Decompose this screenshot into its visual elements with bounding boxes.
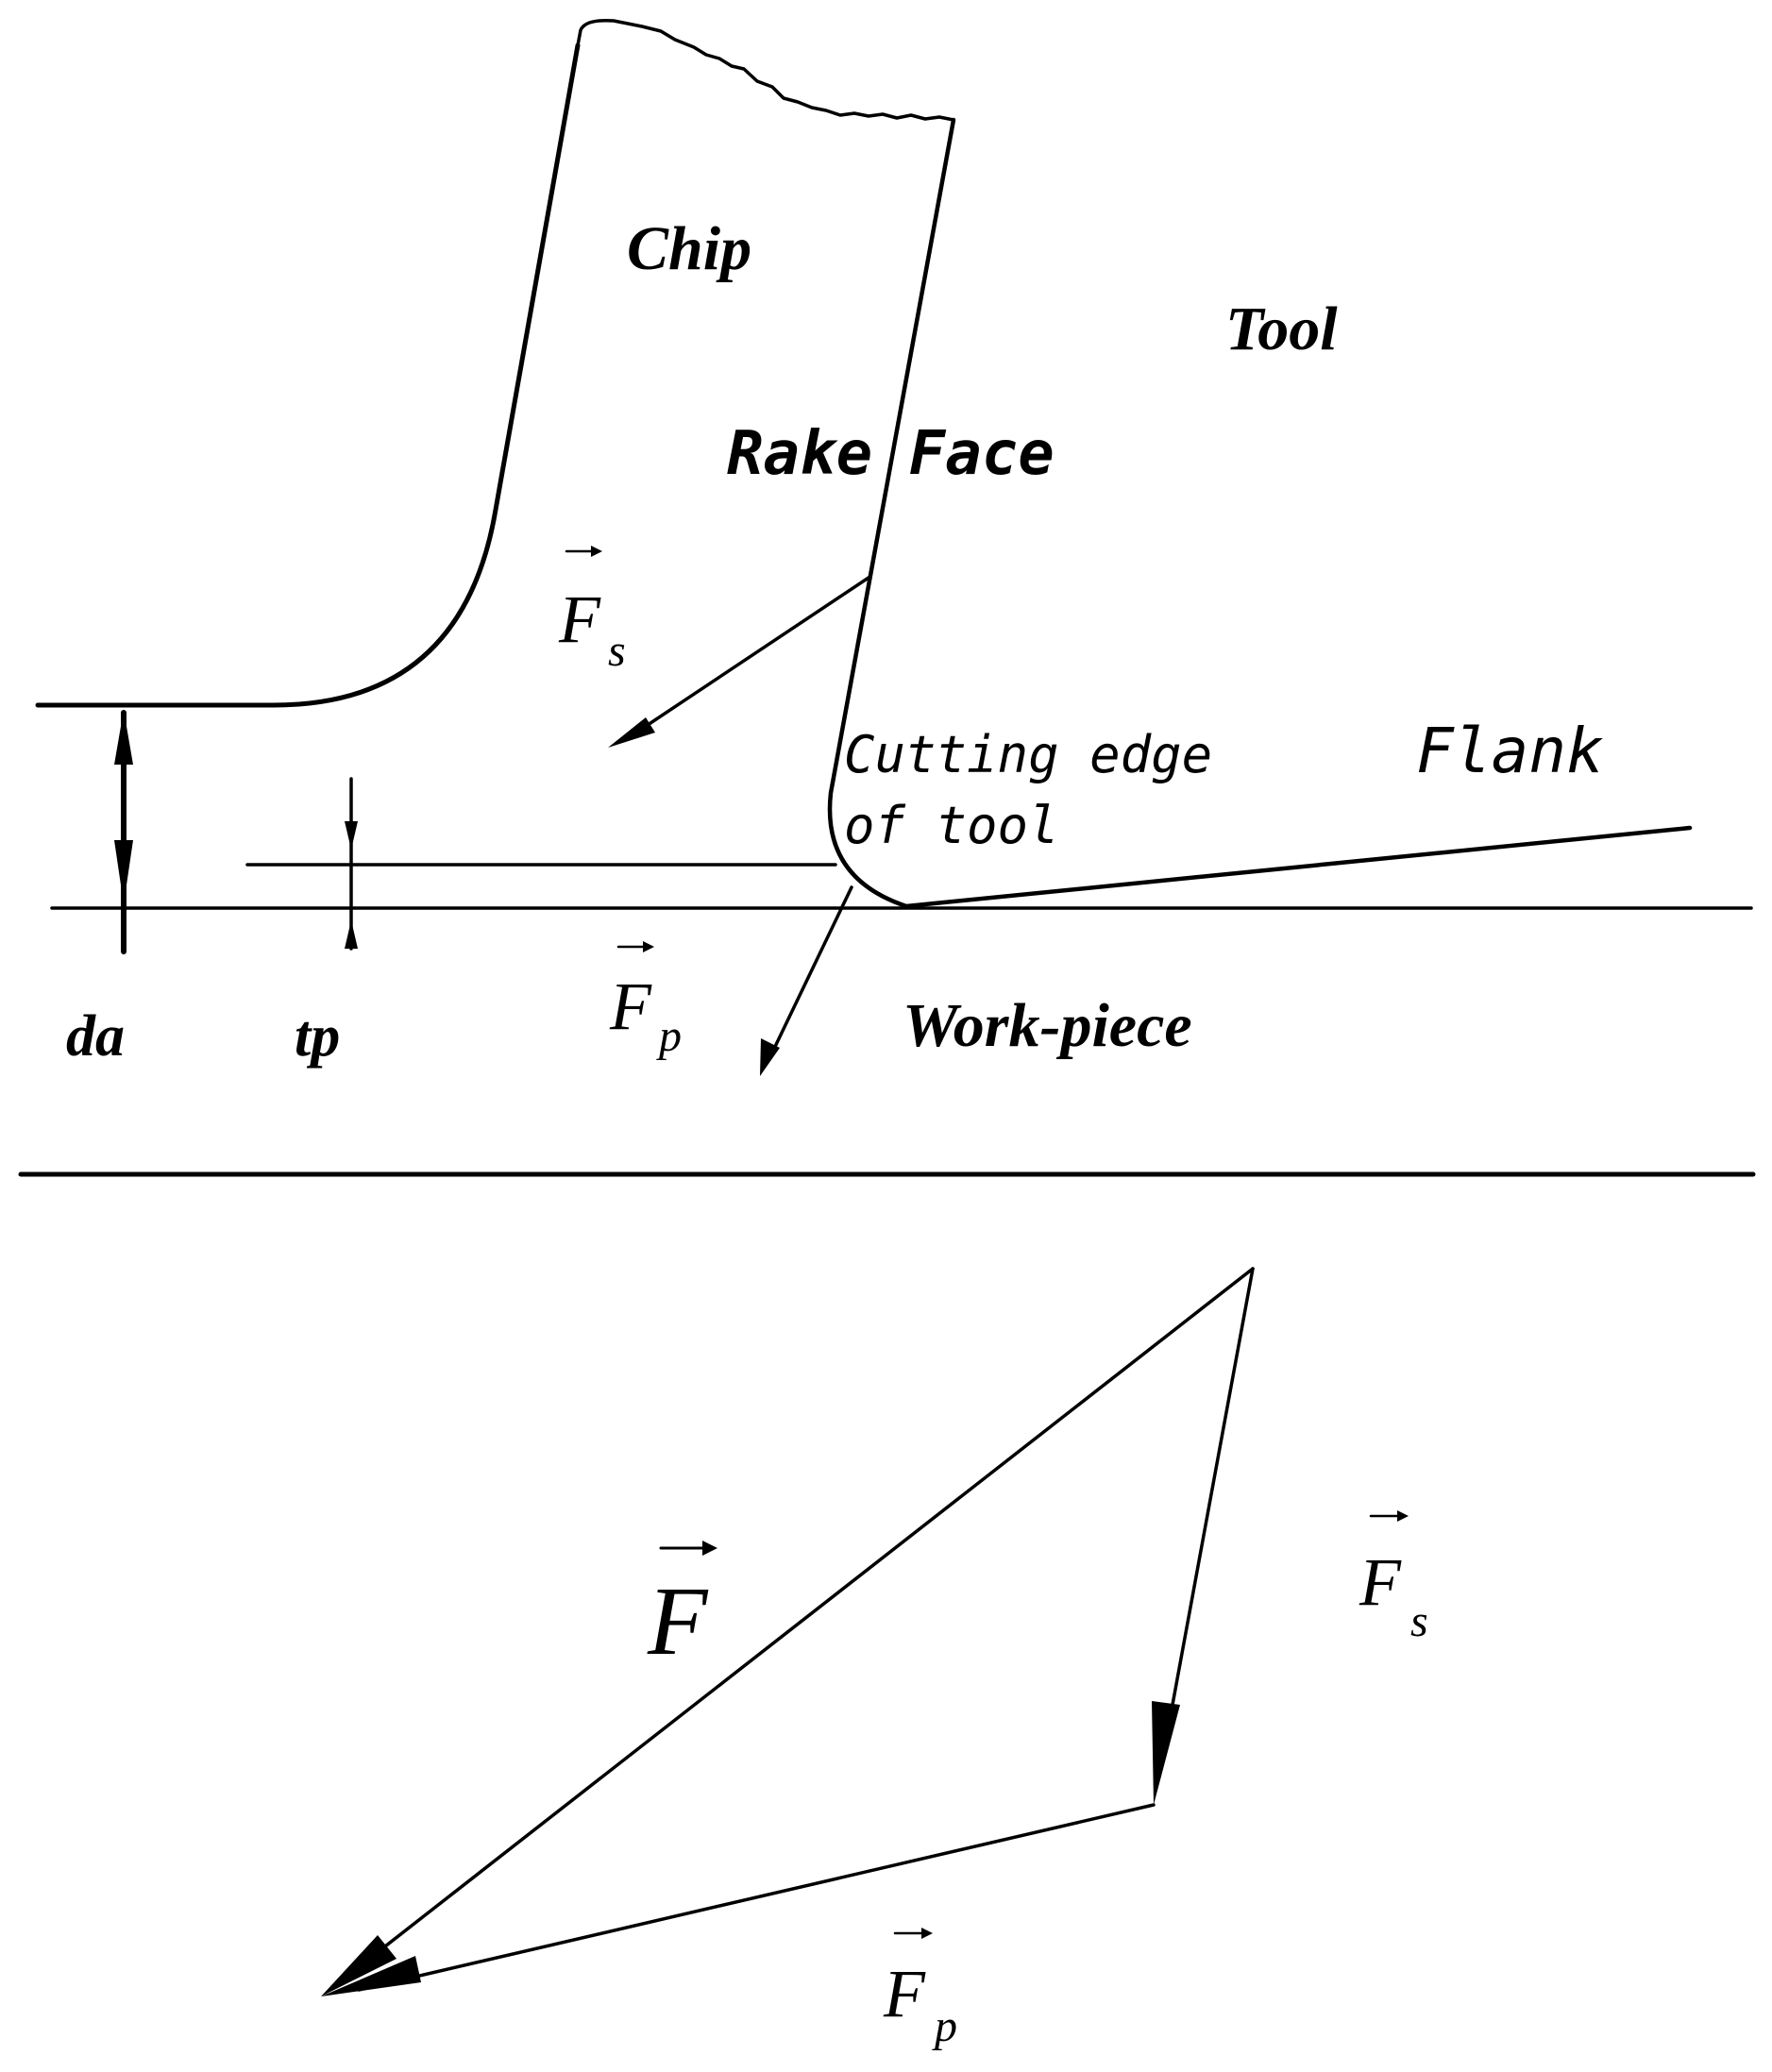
svg-text:F: F bbox=[647, 1567, 709, 1676]
svg-text:s: s bbox=[1410, 1596, 1428, 1646]
bottom-fp-label: F p bbox=[883, 1928, 957, 2051]
top-fp-label: F p bbox=[609, 941, 682, 1061]
svg-text:p: p bbox=[656, 1011, 682, 1061]
svg-text:F: F bbox=[558, 581, 601, 657]
cutting-geometry: Chip Tool Rake Face Cutting edge of tool… bbox=[18, 18, 1756, 1177]
top-fp-arrow bbox=[760, 885, 853, 1076]
svg-text:s: s bbox=[608, 626, 626, 676]
svg-text:F: F bbox=[1359, 1544, 1402, 1620]
work-piece-label: Work-piece bbox=[903, 991, 1192, 1060]
force-triangle: F F s F p bbox=[321, 1267, 1428, 2051]
chip-top-edge bbox=[576, 18, 955, 122]
tp-label: tp bbox=[295, 1004, 340, 1069]
chip-outline bbox=[35, 42, 581, 708]
tool-label: Tool bbox=[1225, 295, 1338, 363]
bottom-f-label: F bbox=[647, 1541, 717, 1676]
cutting-edge-label-line2: of tool bbox=[844, 796, 1059, 855]
svg-text:F: F bbox=[883, 1956, 926, 2031]
svg-text:p: p bbox=[932, 2001, 957, 2051]
rake-face-label: Rake Face bbox=[727, 419, 1055, 489]
top-fs-label: F s bbox=[558, 546, 626, 676]
top-fs-arrow bbox=[608, 576, 870, 748]
cutting-edge-label-line1: Cutting edge bbox=[844, 725, 1212, 784]
tp-dimension bbox=[345, 777, 358, 951]
resultant-f-arrow bbox=[321, 1267, 1255, 1996]
bottom-fs-label: F s bbox=[1359, 1510, 1428, 1646]
da-dimension bbox=[114, 710, 133, 954]
chip-label: Chip bbox=[627, 214, 751, 283]
flank-label: Flank bbox=[1416, 715, 1604, 787]
da-label: da bbox=[66, 1004, 125, 1069]
svg-text:F: F bbox=[609, 969, 652, 1044]
bottom-fp-arrow bbox=[321, 1803, 1156, 1996]
rake-face-and-flank bbox=[827, 117, 1693, 909]
bottom-fs-arrow bbox=[1152, 1267, 1255, 1805]
